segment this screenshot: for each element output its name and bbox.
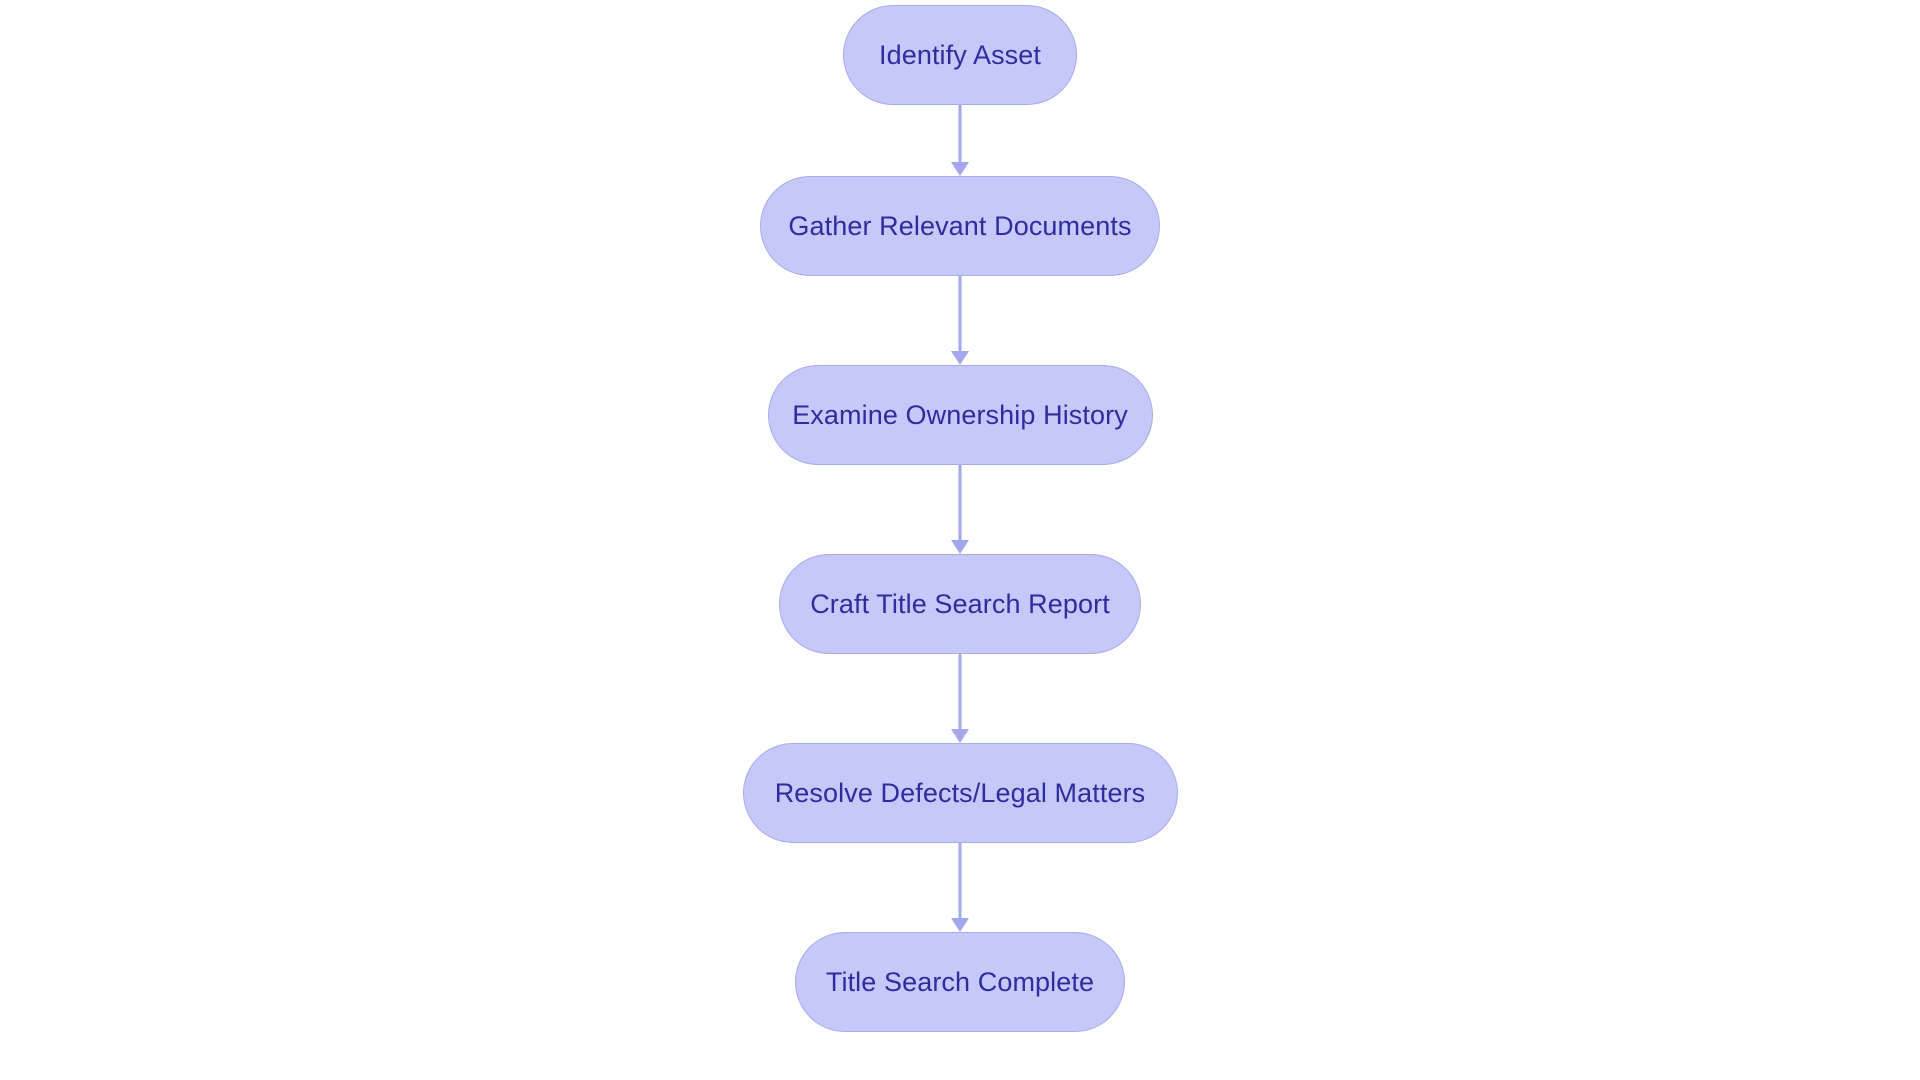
flow-edge-gather-relevant-documents-to-examine-ownership-history [951, 276, 969, 365]
flow-node-label: Gather Relevant Documents [788, 210, 1132, 241]
edge-line [958, 843, 962, 918]
edge-line [958, 105, 962, 162]
flow-node-craft-title-search-report[interactable]: Craft Title Search Report [779, 554, 1141, 654]
flow-edge-examine-ownership-history-to-craft-title-search-report [951, 465, 969, 554]
flow-node-examine-ownership-history[interactable]: Examine Ownership History [767, 365, 1153, 465]
flow-node-gather-relevant-documents[interactable]: Gather Relevant Documents [760, 176, 1160, 276]
flow-node-label: Title Search Complete [825, 966, 1095, 997]
arrow-down-icon [951, 351, 969, 365]
flow-edge-craft-title-search-report-to-resolve-defects-legal-matters [951, 654, 969, 743]
arrow-down-icon [951, 162, 969, 176]
arrow-down-icon [951, 729, 969, 743]
flow-node-identify-asset[interactable]: Identify Asset [843, 5, 1077, 105]
flow-node-label: Examine Ownership History [792, 399, 1128, 430]
flow-node-title-search-complete[interactable]: Title Search Complete [795, 932, 1125, 1032]
flow-node-label: Craft Title Search Report [810, 588, 1110, 619]
flow-node-label: Resolve Defects/Legal Matters [774, 777, 1146, 808]
edge-line [958, 465, 962, 540]
flow-edge-identify-asset-to-gather-relevant-documents [951, 105, 969, 176]
edge-line [958, 276, 962, 351]
flow-edge-resolve-defects-legal-matters-to-title-search-complete [951, 843, 969, 932]
flow-node-label: Identify Asset [879, 39, 1041, 70]
arrow-down-icon [951, 540, 969, 554]
arrow-down-icon [951, 918, 969, 932]
edge-line [958, 654, 962, 729]
flow-node-resolve-defects-legal-matters[interactable]: Resolve Defects/Legal Matters [742, 743, 1178, 843]
